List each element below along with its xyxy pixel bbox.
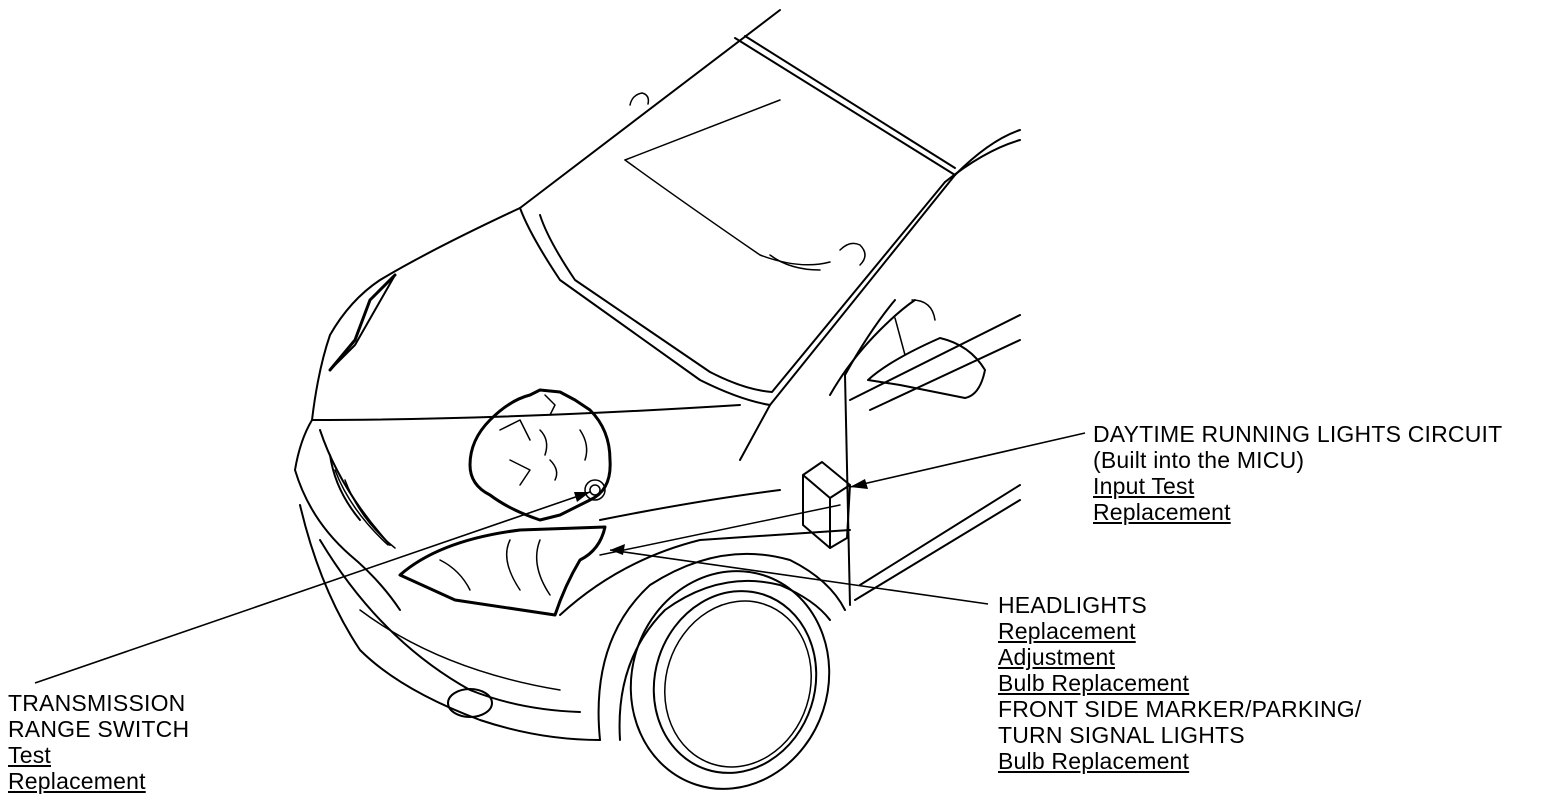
headlights-callout: HEADLIGHTS Replacement Adjustment Bulb R…: [998, 592, 1361, 774]
trs-replacement-link[interactable]: Replacement: [8, 768, 146, 794]
side-marker-subtitle: TURN SIGNAL LIGHTS: [998, 722, 1245, 748]
side-marker-title: FRONT SIDE MARKER/PARKING/: [998, 696, 1362, 722]
drl-title: DAYTIME RUNNING LIGHTS CIRCUIT: [1093, 421, 1503, 447]
drl-subtitle: (Built into the MICU): [1093, 447, 1305, 473]
drl-circuit-callout: DAYTIME RUNNING LIGHTS CIRCUIT (Built in…: [1093, 421, 1502, 525]
headlights-replacement-link[interactable]: Replacement: [998, 618, 1136, 644]
trs-test-link[interactable]: Test: [8, 742, 51, 768]
drl-replacement-link[interactable]: Replacement: [1093, 499, 1231, 525]
side-marker-bulb-replacement-link[interactable]: Bulb Replacement: [998, 748, 1190, 774]
trs-title: TRANSMISSION: [8, 690, 186, 716]
headlights-title: HEADLIGHTS: [998, 592, 1147, 618]
drl-control-unit: [802, 461, 851, 549]
trs-subtitle: RANGE SWITCH: [8, 716, 190, 742]
headlights-adjustment-link[interactable]: Adjustment: [998, 644, 1116, 670]
transmission-range-switch-callout: TRANSMISSION RANGE SWITCH Test Replaceme…: [8, 690, 189, 794]
headlight: [398, 525, 607, 617]
transmission: [468, 388, 612, 522]
drl-input-test-link[interactable]: Input Test: [1093, 473, 1195, 499]
headlights-bulb-replacement-link[interactable]: Bulb Replacement: [998, 670, 1190, 696]
car-body: [294, 9, 1021, 790]
leader-lines: [34, 432, 1086, 684]
